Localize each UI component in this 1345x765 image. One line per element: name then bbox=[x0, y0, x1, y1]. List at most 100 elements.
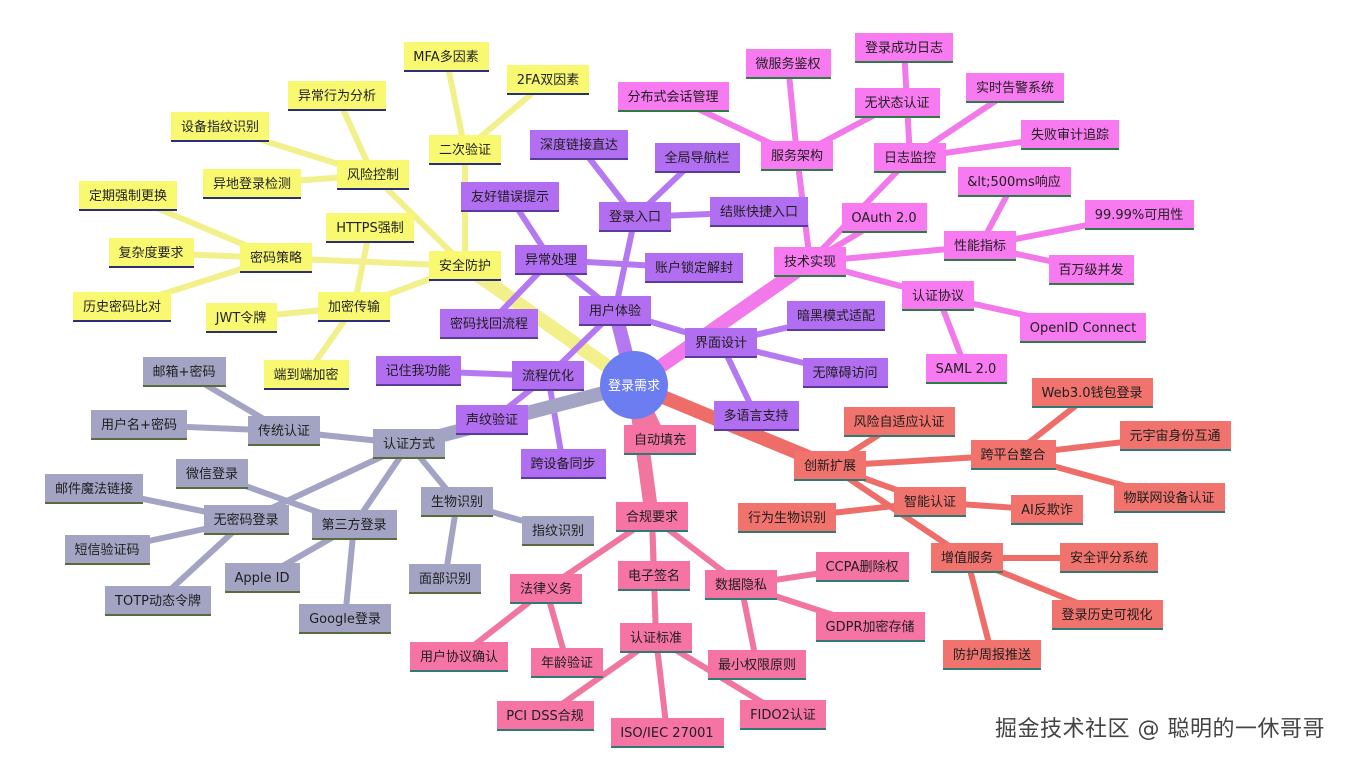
node-a11y[interactable]: 无障碍访问 bbox=[803, 358, 888, 388]
node-lat[interactable]: &lt;500ms响应 bbox=[958, 167, 1071, 197]
node-dss[interactable]: 分布式会话管理 bbox=[618, 82, 729, 112]
node-succ[interactable]: 登录成功日志 bbox=[855, 33, 953, 63]
node-fail[interactable]: 失败审计追踪 bbox=[1021, 120, 1119, 150]
node-log[interactable]: 日志监控 bbox=[874, 143, 946, 173]
node-exp[interactable]: 定期强制更换 bbox=[79, 181, 177, 211]
node-weekly[interactable]: 防护周报推送 bbox=[943, 640, 1041, 670]
node-score[interactable]: 安全评分系统 bbox=[1060, 543, 1158, 573]
node-box bbox=[456, 405, 528, 435]
node-iso[interactable]: ISO/IEC 27001 bbox=[611, 718, 724, 748]
node-e2e[interactable]: 端到端加密 bbox=[264, 360, 349, 390]
node-svc[interactable]: 服务架构 bbox=[761, 141, 833, 171]
node-vas[interactable]: 增值服务 bbox=[931, 543, 1003, 573]
node-deep[interactable]: 深度链接直达 bbox=[530, 130, 628, 160]
node-finger[interactable]: 指纹识别 bbox=[522, 516, 594, 546]
node-fido[interactable]: FIDO2认证 bbox=[740, 700, 826, 730]
node-rem[interactable]: 记住我功能 bbox=[376, 356, 461, 386]
node-ui[interactable]: 界面设计 bbox=[685, 328, 757, 358]
node-behav[interactable]: 行为生物识别 bbox=[738, 503, 836, 533]
node-totp[interactable]: TOTP动态令牌 bbox=[105, 586, 211, 616]
node-iot[interactable]: 物联网设备认证 bbox=[1114, 483, 1225, 513]
node-voice[interactable]: 声纹验证 bbox=[456, 405, 528, 435]
node-chk[interactable]: 结账快捷入口 bbox=[710, 197, 808, 227]
node-underline bbox=[248, 444, 320, 446]
node-2fa[interactable]: 二次验证 bbox=[429, 135, 501, 165]
node-enc[interactable]: 加密传输 bbox=[318, 292, 390, 322]
node-rec[interactable]: 密码找回流程 bbox=[440, 309, 538, 339]
node-msa[interactable]: 微服务鉴权 bbox=[746, 49, 831, 79]
node-abn[interactable]: 异常行为分析 bbox=[288, 81, 386, 111]
node-saml[interactable]: SAML 2.0 bbox=[926, 354, 1007, 384]
node-bio[interactable]: 生物识别 bbox=[421, 487, 493, 517]
node-label: 面部识别 bbox=[419, 572, 471, 587]
node-inno[interactable]: 创新扩展 bbox=[794, 451, 866, 481]
node-lock[interactable]: 账户锁定解封 bbox=[645, 253, 743, 283]
node-hist[interactable]: 登录历史可视化 bbox=[1052, 600, 1163, 630]
node-entry[interactable]: 登录入口 bbox=[599, 202, 671, 232]
node-wx[interactable]: 微信登录 bbox=[176, 459, 248, 489]
node-oidc[interactable]: OpenID Connect bbox=[1020, 313, 1146, 343]
node-err[interactable]: 友好错误提示 bbox=[461, 182, 559, 212]
node-exc[interactable]: 异常处理 bbox=[515, 245, 587, 275]
node-2fa2[interactable]: 2FA双因素 bbox=[507, 65, 589, 95]
node-law[interactable]: 法律义务 bbox=[510, 574, 582, 604]
node-sec[interactable]: 安全防护 bbox=[429, 251, 501, 281]
node-ccpa[interactable]: CCPA删除权 bbox=[816, 552, 909, 582]
node-box bbox=[1085, 200, 1194, 230]
node-i18n[interactable]: 多语言支持 bbox=[714, 401, 799, 431]
node-dark[interactable]: 暗黑模式适配 bbox=[787, 301, 885, 331]
node-mfa[interactable]: MFA多因素 bbox=[404, 42, 489, 72]
node-priv[interactable]: 数据隐私 bbox=[705, 570, 777, 600]
node-conc[interactable]: 百万级并发 bbox=[1049, 255, 1134, 285]
node-avail[interactable]: 99.99%可用性 bbox=[1085, 200, 1194, 230]
node-label: 风险控制 bbox=[347, 168, 399, 183]
node-radp[interactable]: 风险自适应认证 bbox=[844, 407, 955, 437]
node-sless[interactable]: 无状态认证 bbox=[855, 88, 940, 118]
node-perf[interactable]: 性能指标 bbox=[944, 231, 1016, 261]
node-comp[interactable]: 合规要求 bbox=[616, 502, 688, 532]
node-cert[interactable]: 认证标准 bbox=[620, 623, 692, 653]
node-risk[interactable]: 风险控制 bbox=[337, 160, 409, 190]
node-trad[interactable]: 传统认证 bbox=[248, 416, 320, 446]
node-sms[interactable]: 短信验证码 bbox=[65, 535, 150, 565]
node-dev[interactable]: 设备指纹识别 bbox=[171, 112, 269, 142]
node-agree[interactable]: 用户协议确认 bbox=[410, 642, 508, 672]
node-email[interactable]: 邮箱+密码 bbox=[143, 357, 226, 387]
node-proto[interactable]: 认证协议 bbox=[902, 281, 974, 311]
node-esig[interactable]: 电子签名 bbox=[618, 561, 690, 591]
node-sync[interactable]: 跨设备同步 bbox=[521, 449, 606, 479]
node-ux[interactable]: 用户体验 bbox=[579, 296, 651, 326]
node-third[interactable]: 第三方登录 bbox=[312, 510, 397, 540]
node-min[interactable]: 最小权限原则 bbox=[708, 650, 806, 680]
node-ai[interactable]: AI反欺诈 bbox=[1011, 495, 1083, 525]
node-auto[interactable]: 自动填充 bbox=[624, 425, 696, 455]
node-nav[interactable]: 全局导航栏 bbox=[655, 143, 740, 173]
node-cross[interactable]: 跨平台整合 bbox=[971, 440, 1056, 470]
node-magic[interactable]: 邮件魔法链接 bbox=[45, 474, 143, 504]
node-smart[interactable]: 智能认证 bbox=[894, 487, 966, 517]
node-auth[interactable]: 认证方式 bbox=[373, 429, 445, 459]
node-face[interactable]: 面部识别 bbox=[409, 564, 481, 594]
node-geo[interactable]: 异地登录检测 bbox=[203, 169, 301, 199]
node-meta[interactable]: 元宇宙身份互通 bbox=[1120, 421, 1231, 451]
node-flow[interactable]: 流程优化 bbox=[512, 361, 584, 391]
node-https[interactable]: HTTPS强制 bbox=[326, 213, 414, 243]
node-alert[interactable]: 实时告警系统 bbox=[966, 73, 1064, 103]
node-pless[interactable]: 无密码登录 bbox=[204, 505, 289, 535]
node-underline bbox=[705, 598, 777, 600]
node-gdpr[interactable]: GDPR加密存储 bbox=[816, 612, 925, 642]
node-jwt[interactable]: JWT令牌 bbox=[206, 303, 277, 333]
node-google[interactable]: Google登录 bbox=[299, 604, 391, 634]
root-node[interactable]: 登录需求 bbox=[600, 351, 668, 419]
node-box bbox=[926, 354, 1007, 384]
node-apple[interactable]: Apple ID bbox=[225, 563, 300, 593]
node-age[interactable]: 年龄验证 bbox=[531, 648, 603, 678]
node-his[interactable]: 历史密码比对 bbox=[73, 292, 171, 322]
node-cpx[interactable]: 复杂度要求 bbox=[109, 238, 194, 268]
node-user[interactable]: 用户名+密码 bbox=[91, 410, 187, 440]
node-oauth[interactable]: OAuth 2.0 bbox=[842, 203, 927, 233]
node-tech[interactable]: 技术实现 bbox=[774, 247, 846, 277]
node-pci[interactable]: PCI DSS合规 bbox=[497, 701, 594, 731]
node-web3[interactable]: Web3.0钱包登录 bbox=[1032, 378, 1153, 408]
node-pwd[interactable]: 密码策略 bbox=[240, 243, 312, 273]
